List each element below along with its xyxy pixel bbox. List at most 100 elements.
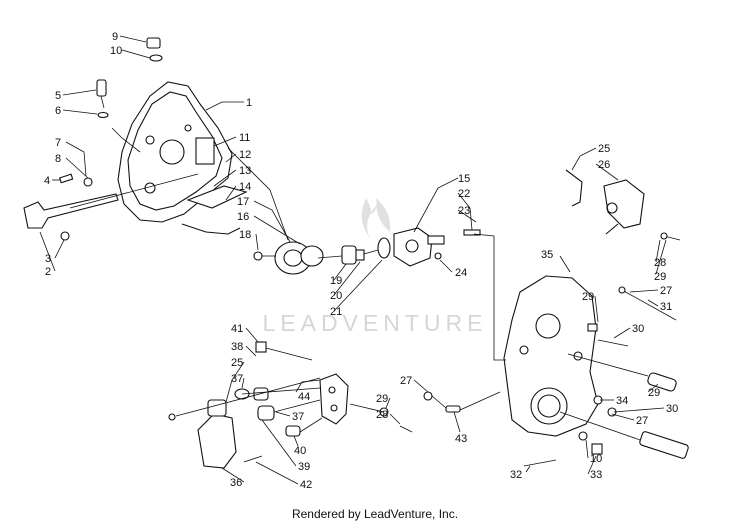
bearing-bore-inner <box>537 394 561 418</box>
part-label-17: 17 <box>237 196 249 208</box>
gasket <box>195 137 215 165</box>
brake-caliper <box>197 413 237 469</box>
flame-logo-icon <box>361 198 391 238</box>
part-label-37: 37 <box>292 411 304 423</box>
pump-body <box>393 227 433 267</box>
gearcase-housing <box>503 275 599 437</box>
part-label-15: 15 <box>458 173 470 185</box>
part-label-23: 23 <box>458 205 470 217</box>
part-label-40: 40 <box>294 445 306 457</box>
bolt <box>58 173 74 184</box>
part-label-19: 19 <box>330 275 342 287</box>
part-label-10: 10 <box>110 45 122 57</box>
bearing-bore <box>530 387 568 425</box>
cover-hole <box>184 124 192 132</box>
plug-cap <box>146 37 161 49</box>
shaft-coupler <box>647 372 677 392</box>
bolt-head <box>253 251 263 261</box>
pump-gasket <box>300 245 324 267</box>
part-label-26: 26 <box>598 159 610 171</box>
caliper-lever <box>207 399 227 417</box>
fitting <box>427 235 445 245</box>
dipstick-plug <box>96 79 107 97</box>
part-labels: 9 10 5 6 1 7 8 11 12 13 14 4 3 2 17 16 1… <box>44 31 678 491</box>
part-label-7: 7 <box>55 137 61 149</box>
part-label-25: 25 <box>598 143 610 155</box>
nut <box>591 443 603 455</box>
bracket-hole <box>330 404 338 412</box>
part-label-9: 9 <box>112 31 118 43</box>
seal-strip <box>181 223 241 235</box>
chaincase-cover-assembly <box>23 37 248 241</box>
part-label-44: 44 <box>298 391 310 403</box>
bracket-hole <box>328 386 336 394</box>
bolt <box>621 289 677 321</box>
screw <box>243 455 263 463</box>
part-label-29: 29 <box>654 271 666 283</box>
part-label-29: 29 <box>376 393 388 405</box>
oil-pump-assembly <box>253 227 481 275</box>
nut <box>168 413 176 421</box>
part-label-8: 8 <box>55 153 61 165</box>
o-ring <box>97 111 109 119</box>
watermark: LEADVENTURE <box>263 198 488 336</box>
bracket <box>186 185 248 209</box>
screw <box>434 252 442 260</box>
part-label-38: 38 <box>231 341 243 353</box>
bushing <box>285 425 301 437</box>
part-label-27: 27 <box>660 285 672 297</box>
brake-assembly <box>168 341 461 469</box>
washer <box>578 431 588 441</box>
part-label-6: 6 <box>55 105 61 117</box>
part-label-21: 21 <box>330 306 342 318</box>
washer <box>149 54 163 62</box>
part-label-11: 11 <box>239 132 250 144</box>
lock-nut <box>60 231 70 241</box>
washer <box>423 391 433 401</box>
housing-hole <box>519 345 529 355</box>
part-label-31: 31 <box>660 301 672 313</box>
part-label-16: 16 <box>237 211 249 223</box>
bolt <box>523 459 557 467</box>
bracket-tab <box>605 223 619 235</box>
part-label-35: 35 <box>541 249 553 261</box>
brake-bracket <box>319 373 349 425</box>
part-label-5: 5 <box>55 90 61 102</box>
part-label-43: 43 <box>455 433 467 445</box>
part-label-32: 32 <box>510 469 522 481</box>
clip <box>565 169 583 207</box>
part-label-25: 25 <box>231 357 243 369</box>
cover-hole <box>145 135 155 145</box>
part-label-39: 39 <box>298 461 310 473</box>
chaincase-cover <box>117 81 233 223</box>
watermark-text: LEADVENTURE <box>263 310 488 336</box>
part-label-12: 12 <box>239 149 251 161</box>
drive-shaft <box>639 431 689 459</box>
spacer <box>253 387 269 401</box>
part-label-28: 28 <box>376 409 388 421</box>
screw <box>399 425 413 433</box>
washer <box>83 177 93 187</box>
part-label-29: 29 <box>582 291 594 303</box>
dipstick-shaft <box>100 95 105 109</box>
part-label-2: 2 <box>45 266 51 278</box>
part-label-30: 30 <box>632 323 644 335</box>
tension-lever <box>23 193 119 229</box>
housing-port <box>535 313 561 339</box>
part-label-28: 28 <box>654 257 666 269</box>
part-label-3: 3 <box>45 253 51 265</box>
part-label-27: 27 <box>636 415 648 427</box>
part-label-30: 30 <box>666 403 678 415</box>
part-label-20: 20 <box>330 290 342 302</box>
nut <box>587 323 598 332</box>
part-label-42: 42 <box>300 479 312 491</box>
part-label-1: 1 <box>246 97 252 109</box>
part-label-14: 14 <box>239 181 251 193</box>
screw-head <box>660 232 668 240</box>
part-label-13: 13 <box>239 165 251 177</box>
bolt-head <box>255 341 267 353</box>
mount-bracket <box>603 179 645 229</box>
cover-inner-rim <box>127 91 223 211</box>
bushing <box>341 245 357 265</box>
